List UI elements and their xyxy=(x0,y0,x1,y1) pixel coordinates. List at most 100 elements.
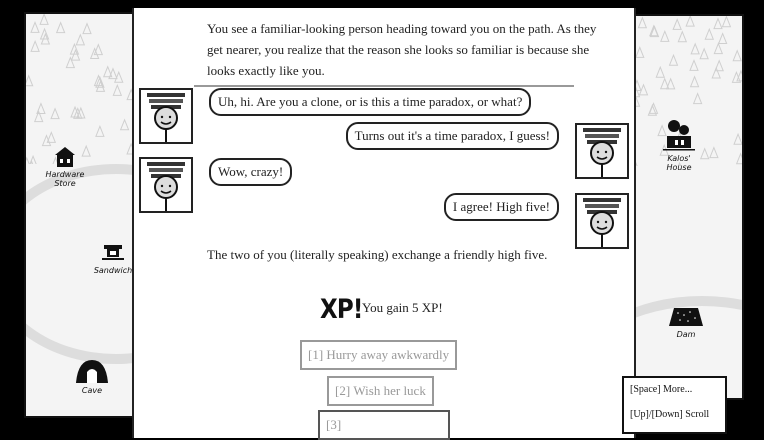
map-right: Kalos' House Dam xyxy=(630,14,744,400)
tree-icon xyxy=(635,46,645,58)
tree-icon xyxy=(677,30,688,43)
tree-icon xyxy=(689,75,700,88)
tree-icon xyxy=(657,124,667,137)
map-location-dam[interactable]: Dam xyxy=(666,306,706,339)
tree-icon xyxy=(733,132,742,145)
tree-icon xyxy=(704,27,715,40)
tree-icon xyxy=(685,16,695,27)
tree-icon xyxy=(33,110,44,123)
tree-icon xyxy=(41,134,52,147)
tree-icon xyxy=(659,77,670,90)
choice-key: [3] xyxy=(326,417,342,432)
map-location-kalos-house[interactable]: Kalos' House xyxy=(656,118,702,172)
tree-icon xyxy=(112,84,123,96)
tree-icon xyxy=(647,103,658,116)
tree-icon xyxy=(638,83,649,96)
controls-hint: [Space] More... [Up]/[Down] Scroll xyxy=(622,376,727,434)
tree-icon xyxy=(26,156,30,164)
tree-icon xyxy=(660,29,670,42)
shop-icon xyxy=(102,245,124,260)
tree-icon xyxy=(50,107,60,120)
tree-icon xyxy=(649,24,659,37)
intro-text: You see a familiar-looking person headin… xyxy=(207,21,597,78)
location-label: Kalos' House xyxy=(666,154,692,172)
npc-portrait xyxy=(139,157,193,213)
tree-icon xyxy=(732,49,742,62)
speech-bubble-npc: Uh, hi. Are you a clone, or is this a ti… xyxy=(209,88,532,116)
speech-bubble-player: Turns out it's a time paradox, I guess! xyxy=(345,122,559,150)
tree-icon xyxy=(75,33,86,46)
map-road xyxy=(26,164,138,364)
tree-icon xyxy=(689,59,699,71)
player-portrait xyxy=(575,123,629,179)
tree-icon xyxy=(717,32,728,45)
tree-icon xyxy=(119,118,130,131)
map-location-cave[interactable]: Cave xyxy=(70,358,114,395)
tree-icon xyxy=(709,146,719,159)
tree-icon xyxy=(39,14,49,25)
tree-icon xyxy=(721,16,732,28)
choice-3[interactable]: [3] xyxy=(318,410,450,440)
tree-icon xyxy=(69,42,80,55)
cave-icon xyxy=(76,360,108,383)
tree-icon xyxy=(102,65,113,78)
tree-icon xyxy=(82,22,92,35)
npc-portrait xyxy=(139,88,193,144)
tree-icon xyxy=(70,48,81,61)
tree-icon xyxy=(26,74,34,87)
tree-icon xyxy=(672,18,682,30)
hint-scroll: [Up]/[Down] Scroll xyxy=(630,409,710,420)
character-face-icon xyxy=(583,128,621,177)
tree-icon xyxy=(108,67,118,80)
map-location-sandwich[interactable]: Sandwich xyxy=(88,242,138,275)
character-face-icon xyxy=(147,93,185,142)
tree-icon xyxy=(89,47,100,60)
xp-badge: XP! xyxy=(320,294,363,325)
speech-bubble-player: I agree! High five! xyxy=(443,193,559,221)
choice-key: [2] xyxy=(335,383,351,398)
tree-icon xyxy=(736,69,742,82)
tree-icon xyxy=(637,16,648,29)
tree-icon xyxy=(30,40,40,52)
character-face-icon xyxy=(147,162,185,211)
tree-icon xyxy=(713,42,724,55)
tree-icon xyxy=(711,66,721,79)
tree-icon xyxy=(55,21,66,34)
outro-text: The two of you (literally speaking) exch… xyxy=(207,247,548,262)
map-location-hardware-store[interactable]: Hardware Store xyxy=(40,146,90,188)
choice-wish-luck[interactable]: [2] Wish her luck xyxy=(327,376,434,406)
speech-bubble-npc: Wow, crazy! xyxy=(209,158,293,186)
choice-key: [1] xyxy=(308,347,324,362)
tree-icon xyxy=(668,53,679,66)
tree-icon xyxy=(95,80,106,92)
tree-icon xyxy=(29,154,37,164)
character-face-icon xyxy=(583,198,621,247)
building-icon xyxy=(55,147,75,167)
story-panel: You see a familiar-looking person headin… xyxy=(132,8,636,440)
choice-hurry-away[interactable]: [1] Hurry away awkwardly xyxy=(300,340,458,370)
tree-icon xyxy=(95,124,105,137)
choice-label: Wish her luck xyxy=(353,383,426,398)
map-left: Hardware Store Sandwich Cave xyxy=(24,12,140,418)
tree-icon xyxy=(39,27,50,40)
xp-gain-text: You gain 5 XP! xyxy=(362,300,443,315)
location-label: Sandwich xyxy=(93,266,133,275)
choice-label: Hurry away awkwardly xyxy=(326,347,450,362)
hint-more: [Space] More... xyxy=(630,384,693,395)
location-label: Dam xyxy=(676,330,696,339)
tree-icon xyxy=(93,43,104,56)
tree-icon xyxy=(36,102,46,115)
tree-icon xyxy=(70,105,80,118)
tree-icon xyxy=(73,107,83,119)
forest-decoration xyxy=(26,14,136,164)
location-label: Hardware Store xyxy=(45,170,85,188)
player-portrait xyxy=(575,193,629,249)
map-road xyxy=(632,296,742,398)
tree-icon xyxy=(655,65,666,78)
tree-icon xyxy=(95,75,105,88)
tree-icon xyxy=(699,147,710,160)
tree-icon xyxy=(46,131,57,143)
dam-icon xyxy=(669,308,703,326)
tree-icon xyxy=(692,92,703,105)
tree-icon xyxy=(735,152,742,165)
